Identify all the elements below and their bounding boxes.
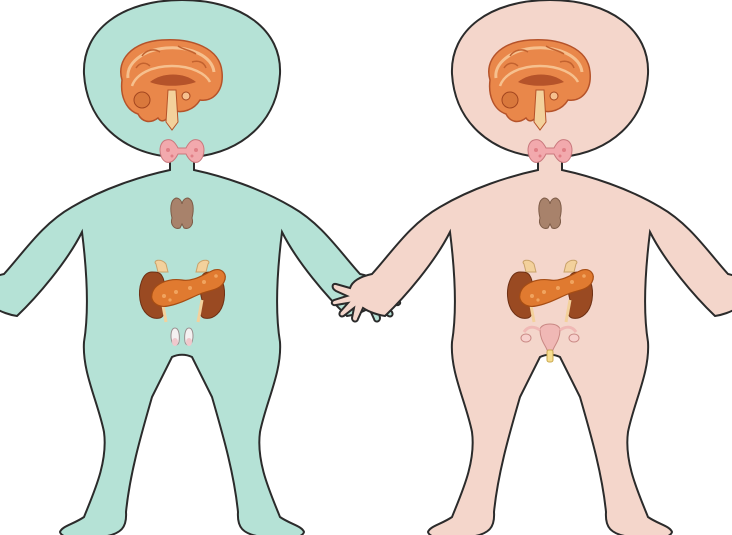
female-body-figure <box>332 0 732 535</box>
thymus-icon <box>171 198 193 228</box>
male-body-figure <box>0 0 400 535</box>
thymus-icon <box>539 198 561 228</box>
